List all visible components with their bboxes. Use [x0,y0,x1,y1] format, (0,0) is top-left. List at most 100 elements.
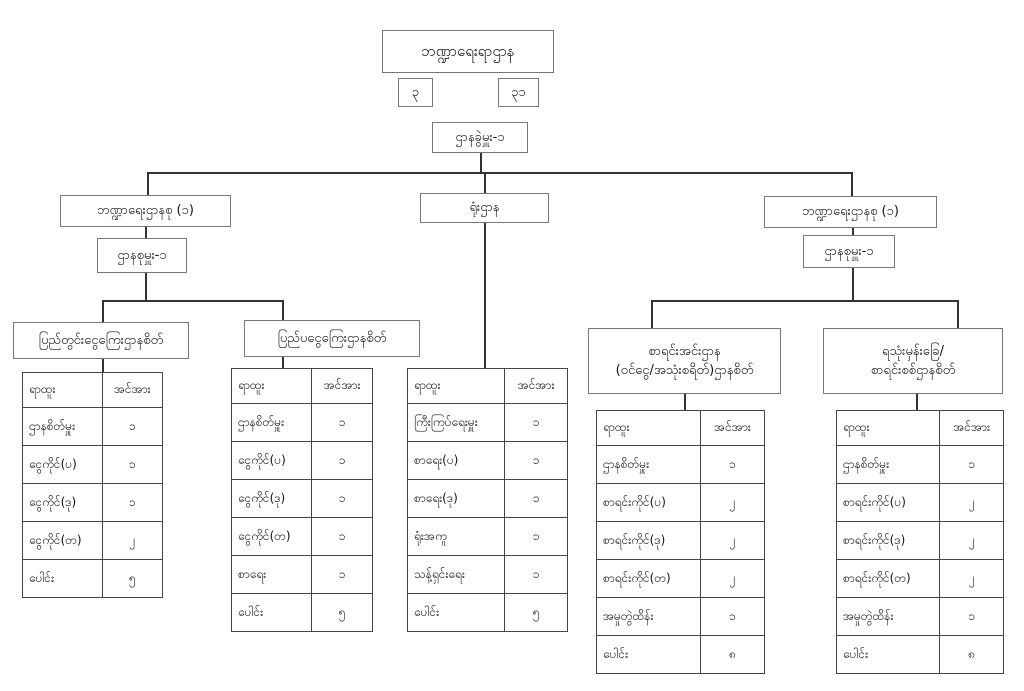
position-cell: ပေါင်း [835,635,941,674]
table-header-row: ရာထူးအင်အား [835,410,1004,446]
position-cell: ကြီးကြပ်ရေးမှူး [406,403,506,442]
right-section-head: ဌာနစုမှူး-၁ [803,235,895,268]
strength-cell: ၂ [700,483,765,522]
strength-cell: ၈ [700,635,765,674]
strength-cell: အင်အား [700,410,765,446]
table-row: အမှုတွဲထိန်း၁ [835,597,1004,636]
strength-cell: ၁ [311,441,373,480]
strength-cell: ၁ [504,403,568,442]
table-header-row: ရာထူးအင်အား [22,372,164,408]
position-cell: ရာထူး [406,368,506,404]
table-row: ပေါင်း၅ [22,559,164,598]
table-row: စာရင်းကိုင်(တ)၂ [596,559,765,598]
position-cell: စာရင်းကိုင်(ပ) [596,483,701,522]
position-cell: ငွေကိုင်(ဒု) [230,479,313,518]
statistics-unit: စာရင်းအင်းဌာန (ဝင်ငွေ/အသုံးစရိတ်)ဌာနစိတ် [588,328,781,394]
strength-cell: အင်အား [311,368,373,404]
table-row: စာရေး(ဒု)၁ [406,479,568,518]
table-header-row: ရာထူးအင်အား [596,410,765,446]
connector [957,300,959,328]
connector [147,172,149,195]
table-row: ပေါင်း၅ [230,593,373,632]
strength-cell: ၁ [700,597,765,636]
position-cell: ရာထူး [596,410,701,446]
table-row: ငွေကိုင်(တ)၂ [22,521,164,560]
strength-cell: ၂ [700,521,765,560]
strength-cell: ၁ [101,483,164,522]
strength-cell: ၁ [939,445,1004,484]
count-box: ၃၁ [498,78,539,107]
strength-cell: ၁ [504,479,568,518]
connector [851,172,853,197]
position-cell: သန့်ရှင်းရေး [406,555,506,594]
position-cell: ရာထူး [835,410,941,446]
position-cell: ငွေကိုင်(ပ) [230,441,313,480]
strength-cell: ၅ [504,593,568,632]
budget-audit-unit: ရသုံးမှန်းခြေ/ စာရင်းစစ်ဌာနစိတ် [823,328,1003,394]
position-cell: အမှုတွဲထိန်း [596,597,701,636]
strength-cell: ၂ [700,559,765,598]
strength-cell: ၂ [939,483,1004,522]
strength-cell: ၁ [101,407,164,446]
connector [480,152,482,172]
table-row: စာရင်းကိုင်(ဒု)၂ [596,521,765,560]
strength-cell: ၂ [101,521,164,560]
connector [684,393,686,410]
position-cell: ငွေကိုင်(ဒု) [22,483,103,522]
foreign-currency-unit: ပြည်ပငွေကြေးဌာနစိတ် [244,320,420,357]
staff-table: ရာထူးအင်အားဌာနစိတ်မှူး၁စာရင်းကိုင်(ပ)၂စာ… [835,410,1004,674]
position-cell: ရာထူး [230,368,313,404]
position-cell: ငွေကိုင်(တ) [22,521,103,560]
table-row: ငွေကိုင်(ပ)၁ [22,445,164,484]
position-cell: စာရေး(ဒု) [406,479,506,518]
staff-table: ရာထူးအင်အားဌာနစိတ်မှူး၁ငွေကိုင်(ပ)၁ငွေကိ… [230,368,373,632]
strength-cell: အင်အား [504,368,568,404]
left-section: ဘဏ္ဍာရေးဌာနစု (၁) [60,195,231,227]
table-row: ငွေကိုင်(တ)၁ [230,517,373,556]
table-row: ငွေကိုင်(ပ)၁ [230,441,373,480]
strength-cell: ၁ [700,445,765,484]
table-row: ရုံးအကူ၁ [406,517,568,556]
strength-cell: ၁ [504,555,568,594]
strength-cell: ၁ [311,555,373,594]
strength-cell: ၅ [101,559,164,598]
count-box: ၃ [398,78,433,107]
position-cell: ဌာနစိတ်မှူး [596,445,701,484]
position-cell: ပေါင်း [596,635,701,674]
department-title: ဘဏ္ဍာရေးရာဌာန [382,30,554,73]
table-row: စာရေး(ပ)၁ [406,441,568,480]
strength-cell: ၅ [311,593,373,632]
connector [102,300,283,302]
table-row: ငွေကိုင်(ဒု)၁ [230,479,373,518]
position-cell: စာရင်းကိုင်(တ) [596,559,701,598]
position-cell: စာရေး(ပ) [406,441,506,480]
office-section: ရုံးဌာန [420,193,549,223]
strength-cell: ၁ [311,479,373,518]
position-cell: စာရေး [230,555,313,594]
strength-cell: ၁ [311,403,373,442]
connector [147,172,852,174]
position-cell: စာရင်းကိုင်(တ) [835,559,941,598]
position-cell: ဌာနစိတ်မှူး [835,445,941,484]
strength-cell: အင်အား [939,410,1004,446]
table-row: ဌာနစိတ်မှူး၁ [230,403,373,442]
position-cell: ဌာနစိတ်မှူး [22,407,103,446]
connector [916,393,918,410]
table-row: ပေါင်း၈ [835,635,1004,674]
position-cell: ပေါင်း [22,559,103,598]
table-row: စာရေး၁ [230,555,373,594]
strength-cell: ၁ [101,445,164,484]
connector [484,172,486,368]
position-cell: စာရင်းကိုင်(ဒု) [596,521,701,560]
table-row: အမှုတွဲထိန်း၁ [596,597,765,636]
strength-cell: ၈ [939,635,1004,674]
table-row: ပေါင်း၅ [406,593,568,632]
table-row: ဌာနစိတ်မှူး၁ [835,445,1004,484]
table-row: စာရင်းကိုင်(ပ)၂ [835,483,1004,522]
position-cell: စာရင်းကိုင်(ဒု) [835,521,941,560]
domestic-currency-unit: ပြည်တွင်းငွေကြေးဌာနစိတ် [13,322,189,359]
right-section: ဘဏ္ဍာရေးဌာနစု (၁) [764,196,937,228]
table-row: ဌာနစိတ်မှူး၁ [22,407,164,446]
connector [651,300,958,302]
